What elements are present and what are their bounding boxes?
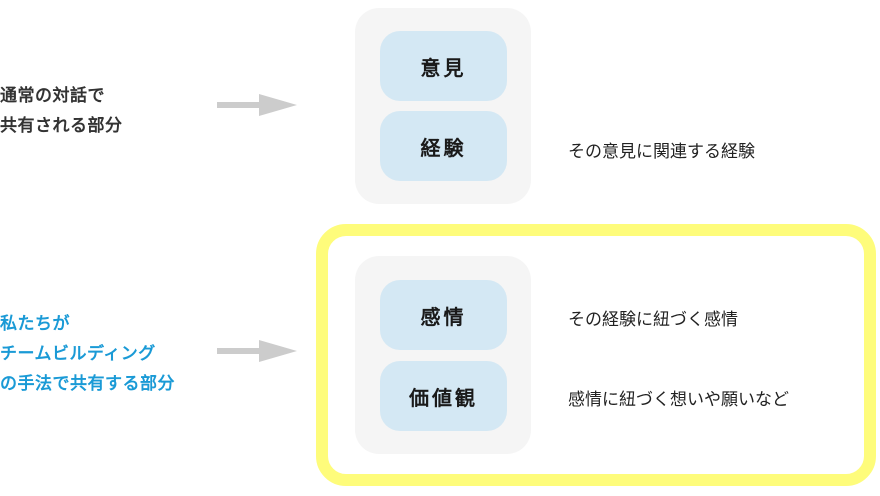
description-values: 感情に紐づく想いや願いなど <box>568 390 789 410</box>
label-normal-dialogue: 通常の対話で 共有される部分 <box>0 81 123 141</box>
arrow-right-icon <box>217 340 297 362</box>
description-emotion: その経験に紐づく感情 <box>568 310 738 330</box>
label-line: の手法で共有する部分 <box>0 374 175 394</box>
description-experience: その意見に関連する経験 <box>568 142 755 162</box>
label-line: チームビルディング <box>0 344 156 364</box>
tag-experience: 経験 <box>380 111 507 181</box>
arrow-right-icon <box>217 94 297 116</box>
label-line: 共有される部分 <box>0 116 123 136</box>
tag-emotion: 感情 <box>380 280 507 350</box>
label-line: 私たちが <box>0 314 70 334</box>
tag-opinion: 意見 <box>380 31 507 101</box>
label-teambuilding: 私たちが チームビルディング の手法で共有する部分 <box>0 309 175 399</box>
label-line: 通常の対話で <box>0 86 105 106</box>
tag-values: 価値観 <box>380 361 507 431</box>
